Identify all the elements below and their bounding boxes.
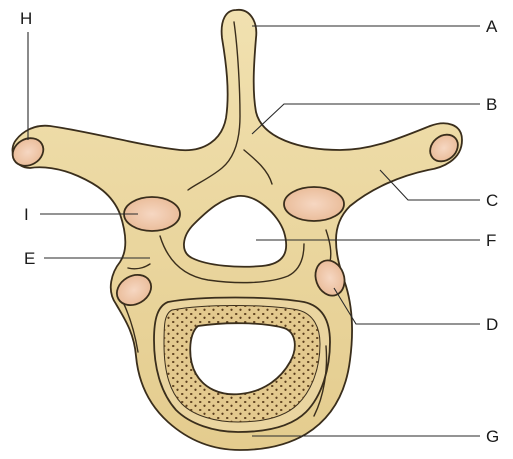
label-d: D (486, 315, 498, 334)
label-g: G (486, 427, 499, 446)
label-i: I (24, 205, 29, 224)
leader-line-d (334, 288, 480, 324)
label-b: B (486, 95, 497, 114)
label-e: E (24, 249, 35, 268)
label-c: C (486, 191, 498, 210)
label-h: H (20, 9, 32, 28)
label-a: A (486, 17, 498, 36)
superior-articular-facet-right (284, 187, 344, 221)
vertebra-bone (8, 10, 464, 450)
label-f: F (486, 231, 496, 250)
